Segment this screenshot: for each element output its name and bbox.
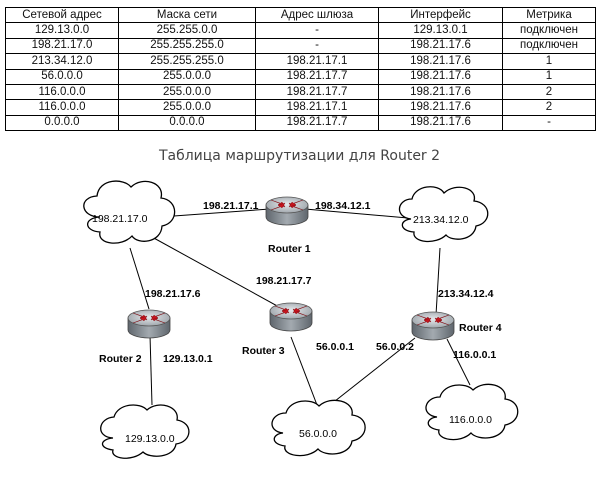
- cell-gateway: 198.21.17.7: [255, 83, 379, 101]
- cell-interface: 198.21.17.6: [378, 53, 503, 70]
- router-icon: [269, 302, 313, 332]
- router-3: [269, 302, 313, 332]
- header-gateway: Адрес шлюза: [255, 6, 379, 24]
- header-metric: Метрика: [502, 6, 596, 24]
- cell-gateway: 198.21.17.1: [255, 53, 379, 70]
- cell-metric: 2: [502, 99, 596, 116]
- link-cloud198-router1: [159, 208, 271, 218]
- iface-r1-right: 198.34.12.1: [315, 200, 371, 212]
- router-label-2: Router 2: [99, 353, 142, 365]
- cell-metric: 1: [502, 68, 596, 85]
- header-netmask: Маска сети: [118, 6, 256, 24]
- cloud-213: [398, 186, 489, 243]
- cell-gateway: -: [255, 37, 379, 55]
- iface-r3-bottom: 56.0.0.1: [316, 341, 354, 353]
- link-router1-cloud213: [304, 208, 409, 219]
- link-cloud213-router4: [435, 247, 441, 316]
- iface-r4-right: 116.0.0.1: [453, 349, 496, 361]
- header-interface: Интерфейс: [378, 6, 503, 24]
- cell-netmask: 255.255.255.0: [118, 53, 256, 70]
- network-diagram: 198.21.17.0 213.34.12.0 129.13.0.0 56.0.…: [83, 180, 519, 459]
- clouds: [83, 180, 519, 459]
- cloud-label-198: 198.21.17.0: [92, 213, 148, 225]
- cell-interface: 198.21.17.6: [378, 114, 503, 132]
- cloud-129: [100, 404, 190, 459]
- cell-interface: 198.21.17.6: [378, 83, 503, 101]
- router-icon: [411, 311, 455, 341]
- router-label-1: Router 1: [268, 243, 311, 255]
- cell-metric: -: [502, 114, 596, 132]
- cell-network-address: 198.21.17.0: [5, 37, 119, 55]
- cloud-116: [425, 383, 519, 441]
- cloud-198: [83, 180, 176, 244]
- cell-interface: 198.21.17.6: [378, 37, 503, 55]
- cell-netmask: 255.0.0.0: [118, 99, 256, 116]
- cloud-56: [271, 399, 366, 457]
- link-cloud198-router2: [129, 247, 150, 310]
- cell-metric: 2: [502, 83, 596, 101]
- cell-interface: 198.21.17.6: [378, 68, 503, 85]
- cloud-label-116: 116.0.0.0: [449, 414, 492, 426]
- link-router3-cloud56: [290, 336, 318, 406]
- cell-gateway: 198.21.17.7: [255, 114, 379, 132]
- link-router4-cloud56: [329, 337, 416, 406]
- router-2: [127, 309, 171, 339]
- cell-gateway: -: [255, 22, 379, 39]
- iface-r2-bottom: 129.13.0.1: [163, 353, 213, 365]
- cell-netmask: 255.0.0.0: [118, 68, 256, 85]
- cell-network-address: 213.34.12.0: [5, 53, 119, 70]
- iface-r4-left: 56.0.0.2: [376, 341, 414, 353]
- link-router4-cloud116: [446, 338, 471, 386]
- cell-metric: подключен: [502, 22, 596, 39]
- iface-r2-top: 198.21.17.6: [145, 288, 201, 300]
- router-label-3: Router 3: [242, 345, 285, 357]
- cell-network-address: 0.0.0.0: [5, 114, 119, 132]
- cloud-label-213: 213.34.12.0: [413, 214, 469, 226]
- cell-network-address: 116.0.0.0: [5, 99, 119, 116]
- cell-gateway: 198.21.17.1: [255, 99, 379, 116]
- table-caption: Таблица маршрутизации для Router 2: [158, 148, 441, 164]
- cell-netmask: 255.255.255.0: [118, 37, 256, 55]
- cell-interface: 198.21.17.6: [378, 99, 503, 116]
- router-icon: [265, 196, 309, 226]
- cloud-label-56: 56.0.0.0: [299, 428, 337, 440]
- link-router2-cloud129: [149, 334, 153, 406]
- cell-network-address: 129.13.0.0: [5, 22, 119, 39]
- iface-r4-top: 213.34.12.4: [438, 288, 494, 300]
- router-1: [265, 196, 309, 226]
- cell-gateway: 198.21.17.7: [255, 68, 379, 85]
- cell-netmask: 255.255.0.0: [118, 22, 256, 39]
- router-icon: [127, 309, 171, 339]
- cell-network-address: 56.0.0.0: [5, 68, 119, 85]
- cell-metric: подключен: [502, 37, 596, 55]
- router-4: [411, 311, 455, 341]
- cell-metric: 1: [502, 53, 596, 70]
- cloud-label-129: 129.13.0.0: [125, 433, 175, 445]
- links: [129, 208, 471, 406]
- iface-r3-top: 198.21.17.7: [256, 275, 312, 287]
- router-label-4: Router 4: [459, 322, 502, 334]
- link-cloud198-router3: [151, 236, 291, 314]
- iface-r1-left: 198.21.17.1: [203, 200, 259, 212]
- cell-interface: 129.13.0.1: [378, 22, 503, 39]
- cell-network-address: 116.0.0.0: [5, 83, 119, 101]
- cell-netmask: 0.0.0.0: [118, 114, 256, 132]
- cell-netmask: 255.0.0.0: [118, 83, 256, 101]
- header-network-address: Сетевой адрес: [5, 6, 119, 24]
